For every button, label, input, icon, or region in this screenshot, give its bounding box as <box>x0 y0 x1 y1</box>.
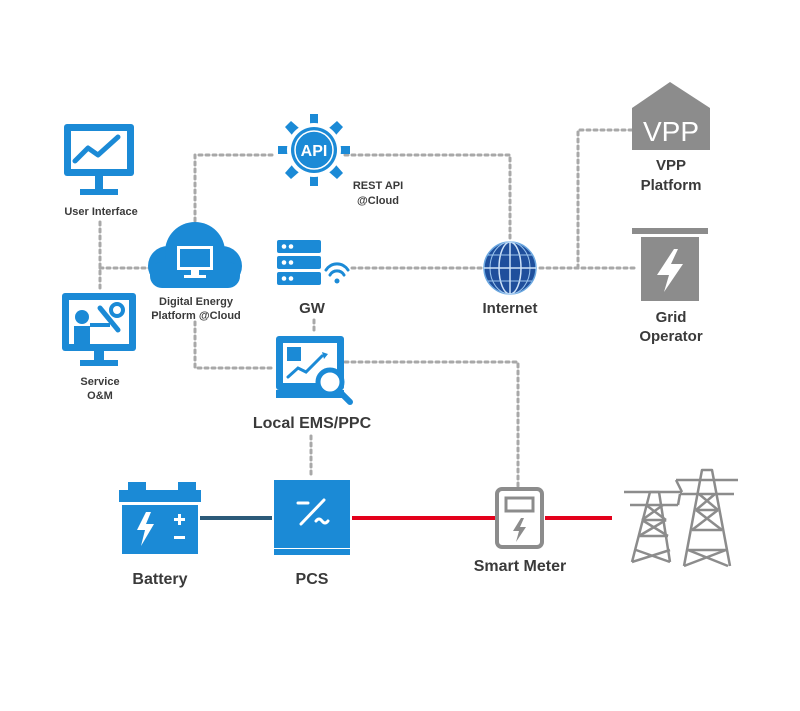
globe-icon <box>483 241 537 295</box>
rest-api-node: API REST API @Cloud <box>278 114 403 207</box>
link-ems-meter <box>343 360 520 489</box>
service-label-line2: O&M <box>87 390 113 402</box>
cloud-monitor-icon <box>148 222 242 288</box>
smart-meter-label: Smart Meter <box>474 558 566 575</box>
rest-api-label-line2: @Cloud <box>357 195 399 207</box>
gw-label: GW <box>299 300 326 317</box>
service-tools-icon <box>62 293 136 366</box>
link-api-internet <box>343 153 512 242</box>
gateway-node: GW <box>277 240 350 317</box>
link-platform-ems <box>193 320 277 370</box>
battery-icon <box>119 482 201 554</box>
api-gear-icon: API <box>278 114 350 186</box>
transmission-tower-icon <box>624 468 738 568</box>
digital-platform-label-line2: Platform @Cloud <box>151 310 241 322</box>
link-internet-vpp <box>576 128 634 270</box>
api-badge-text: API <box>301 143 328 160</box>
digital-platform-node: Digital Energy Platform @Cloud <box>148 222 242 322</box>
service-node: Service O&M <box>62 293 136 402</box>
user-interface-label: User Interface <box>64 206 137 218</box>
vpp-house-icon: VPP <box>632 82 710 150</box>
service-label-line1: Service <box>80 376 119 388</box>
grid-operator-label-line1: Grid <box>656 309 687 326</box>
vpp-label-line2: Platform <box>641 177 702 194</box>
data-links <box>98 128 637 489</box>
vpp-node: VPP VPP Platform <box>632 82 710 194</box>
monitor-chart-icon <box>64 124 134 195</box>
local-ems-node: Local EMS/PPC <box>253 336 372 432</box>
grid-operator-label-line2: Operator <box>639 328 703 345</box>
pcs-converter-icon <box>274 480 350 555</box>
link-platform-api <box>193 153 277 237</box>
battery-node: Battery <box>119 482 201 588</box>
pcs-label: PCS <box>296 571 329 588</box>
ems-analytics-icon <box>276 336 353 405</box>
vpp-badge-text: VPP <box>643 116 699 147</box>
user-interface-node: User Interface <box>64 124 138 218</box>
server-wifi-icon <box>277 240 350 285</box>
rest-api-label-line1: REST API <box>353 180 403 192</box>
vpp-label-line1: VPP <box>656 157 686 174</box>
grid-bolt-icon <box>632 228 708 301</box>
internet-node: Internet <box>482 241 538 317</box>
digital-platform-label-line1: Digital Energy <box>159 296 234 308</box>
local-ems-label: Local EMS/PPC <box>253 415 372 432</box>
pcs-node: PCS <box>274 480 350 588</box>
internet-label: Internet <box>482 300 537 317</box>
smart-meter-node: Smart Meter <box>474 487 566 575</box>
grid-operator-node: Grid Operator <box>632 228 708 345</box>
battery-label: Battery <box>132 571 187 588</box>
smart-meter-icon <box>495 487 544 549</box>
